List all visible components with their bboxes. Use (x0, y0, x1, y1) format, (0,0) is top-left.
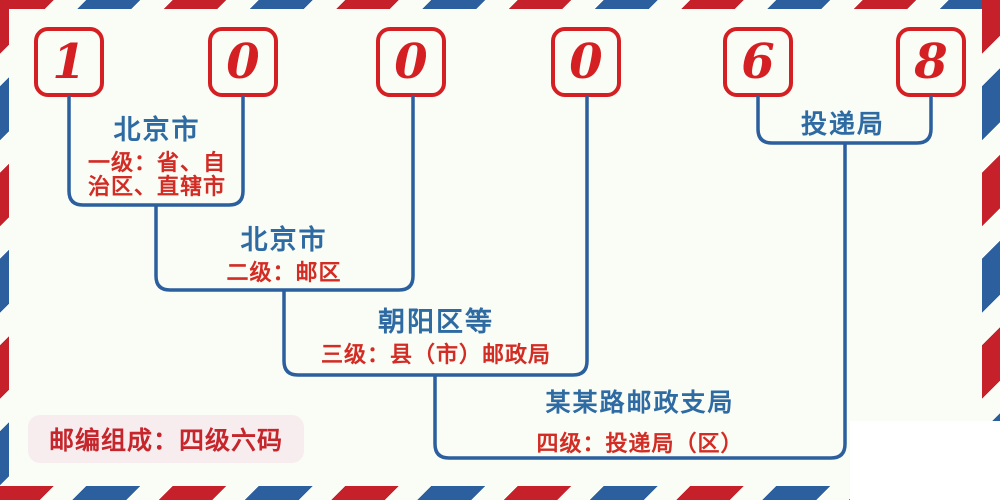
airmail-stripe-border-bottom (0, 486, 1000, 500)
digit-4: 0 (569, 34, 603, 90)
level1-desc-line2: 治区、直辖市 (87, 174, 227, 199)
digit-box-6: 8 (896, 27, 966, 97)
level3-desc: 三级：县（市）邮政局 (320, 342, 552, 367)
level1-name: 北京市 (113, 115, 201, 145)
corner-white-patch (850, 421, 1000, 500)
level2-name: 北京市 (240, 225, 328, 255)
level4-name: 某某路邮政支局 (545, 389, 735, 417)
level2-desc: 二级：邮区 (226, 260, 342, 285)
airmail-stripe-border-left (0, 0, 9, 500)
digit-box-3: 0 (376, 27, 446, 97)
digit-3: 0 (394, 34, 428, 90)
label-level1: 北京市 一级：省、自 治区、直辖市 (88, 108, 226, 199)
digit-box-1: 1 (34, 27, 104, 97)
label-delivery-bureau: 投递局 (801, 104, 885, 141)
composition-badge-text: 邮编组成：四级六码 (49, 427, 284, 455)
label-level4: 某某路邮政支局 四级：投递局（区） (536, 383, 743, 456)
digit-5: 6 (741, 34, 775, 90)
label-level2: 北京市 二级：邮区 (226, 218, 341, 285)
digit-6: 8 (914, 34, 948, 90)
delivery-bureau-name: 投递局 (800, 109, 886, 139)
level4-desc: 四级：投递局（区） (536, 431, 744, 456)
digit-2: 0 (226, 34, 260, 90)
airmail-stripe-border-top (0, 0, 1000, 9)
level1-desc-line1: 一级：省、自 (87, 150, 227, 175)
level3-name: 朝阳区等 (377, 307, 494, 337)
level1-desc: 一级：省、自 治区、直辖市 (88, 151, 226, 199)
airmail-stripe-border-right (982, 0, 1000, 500)
bracket-level4 (433, 143, 847, 460)
digit-1: 1 (52, 34, 86, 90)
label-level3: 朝阳区等 三级：县（市）邮政局 (321, 300, 551, 367)
composition-badge: 邮编组成：四级六码 (28, 415, 305, 463)
